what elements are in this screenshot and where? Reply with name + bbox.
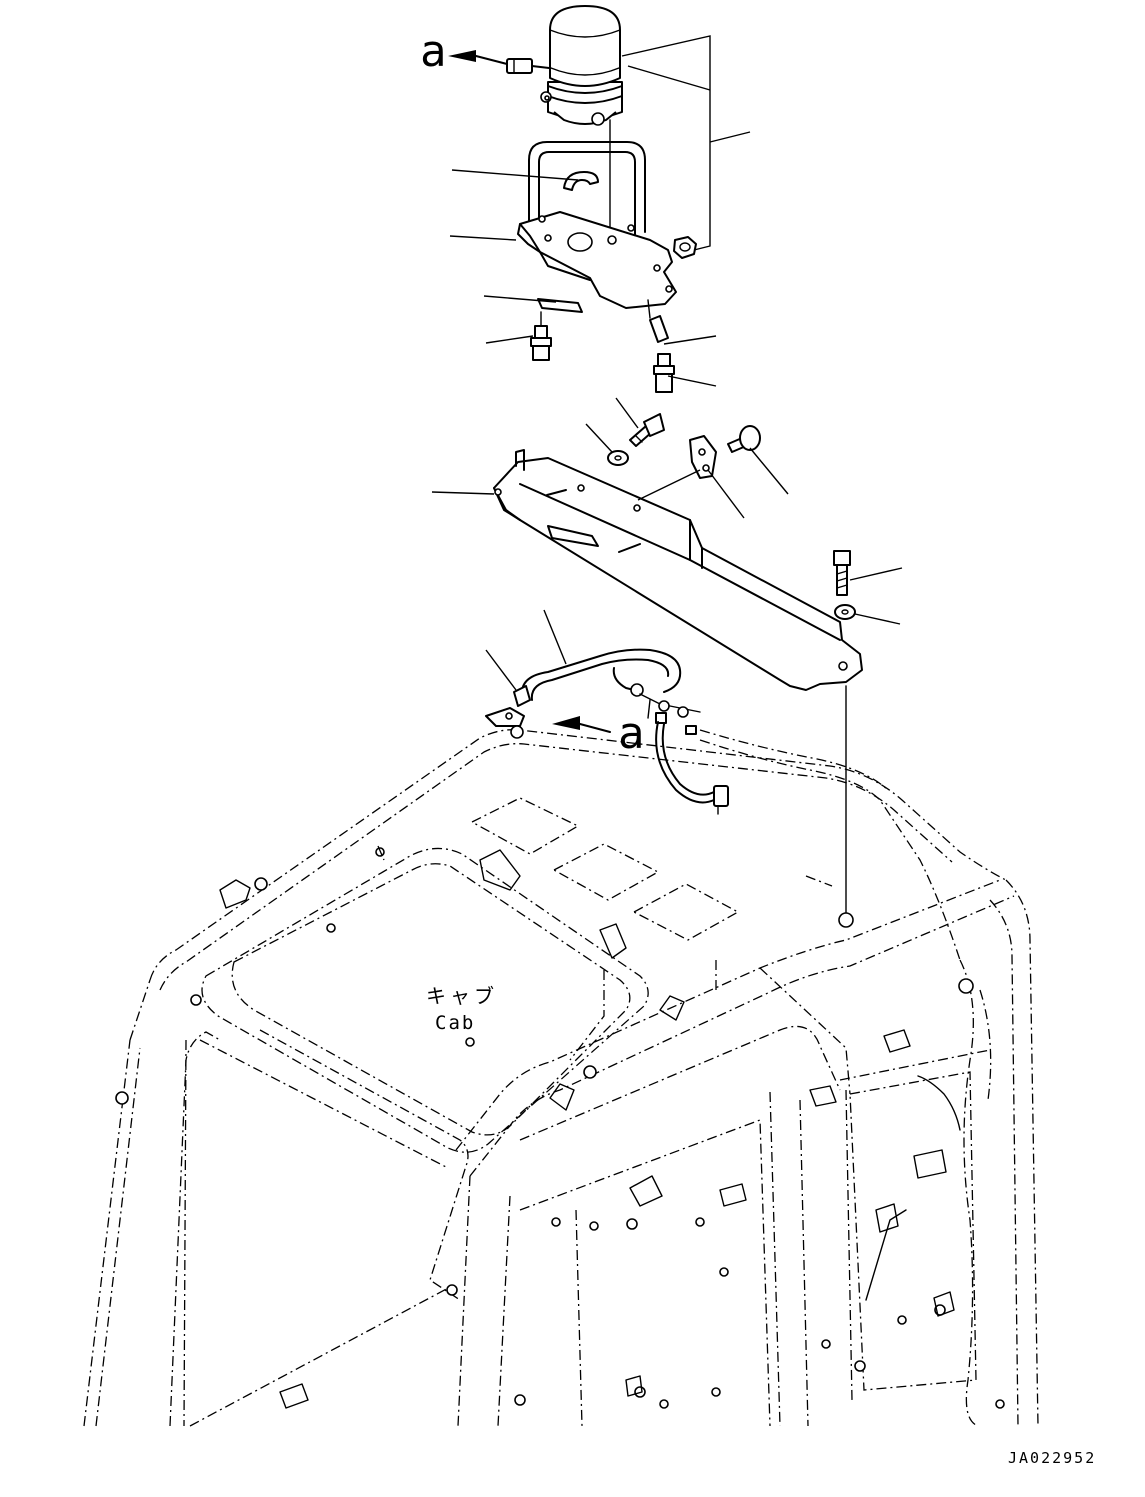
cab-label-japanese: キャブ — [426, 984, 498, 1008]
clamp — [689, 435, 717, 479]
cab-frame — [83, 725, 1039, 1427]
reference-label-a-mid: a — [618, 708, 645, 759]
flat-washer — [834, 604, 856, 620]
mounting-bracket — [493, 449, 863, 691]
drawing-code: JA022952 — [1008, 1449, 1096, 1467]
beacon-connector — [506, 58, 550, 74]
direction-arrow-top — [448, 50, 508, 65]
nut — [673, 236, 697, 259]
cab-label-english: Cab — [435, 1012, 475, 1034]
rubber-pad — [537, 298, 583, 313]
leader-lines — [431, 35, 903, 691]
stud-bolt-right — [653, 353, 675, 393]
direction-arrow-mid — [552, 716, 611, 733]
rotating-beacon-lamp — [540, 5, 623, 126]
harness-clip — [485, 685, 531, 727]
stud-bolt-left — [530, 311, 552, 361]
clip — [563, 171, 599, 191]
washer — [607, 450, 629, 466]
wire-handle-guard — [528, 141, 646, 237]
pin — [647, 299, 669, 343]
screw — [727, 425, 761, 453]
reference-label-a-top: a — [420, 26, 447, 77]
wire-harness — [520, 648, 961, 961]
long-bolt — [833, 550, 851, 596]
bolt — [629, 413, 665, 447]
beacon-mounting-plate — [517, 211, 677, 309]
